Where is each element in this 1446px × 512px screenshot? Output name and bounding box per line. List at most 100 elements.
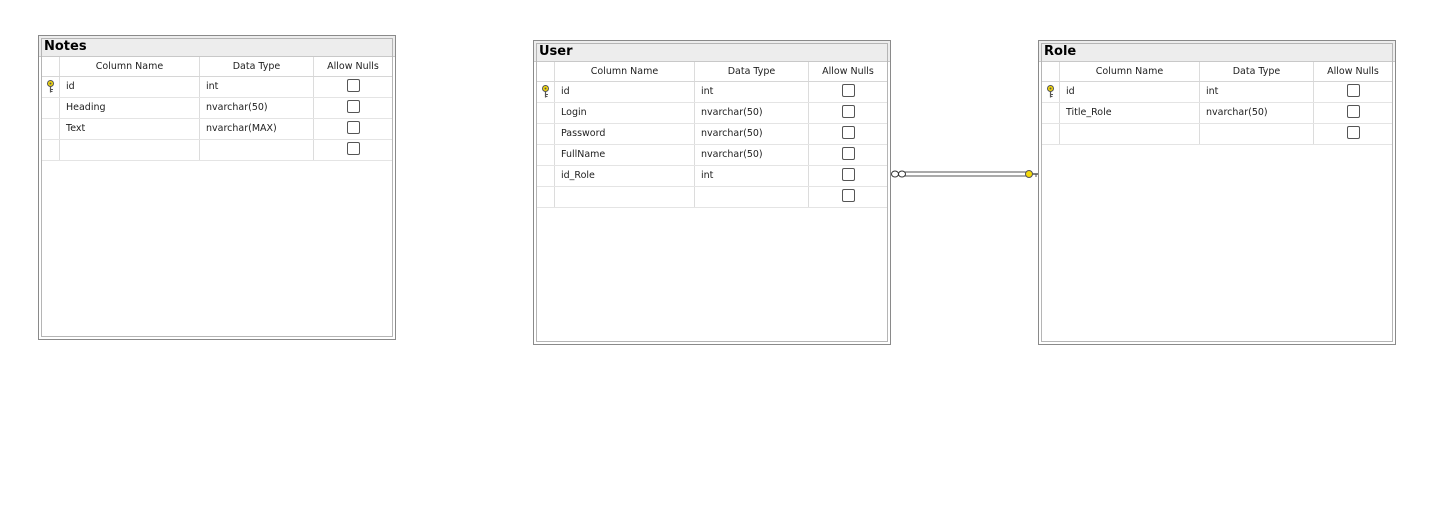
data-type-header[interactable]: Data Type xyxy=(200,57,314,76)
data-type-cell[interactable]: int xyxy=(200,77,314,97)
data-type-cell[interactable]: int xyxy=(1200,82,1314,102)
row-selector-header xyxy=(537,62,555,81)
allow-nulls-cell xyxy=(1314,103,1392,123)
table-title[interactable]: User xyxy=(534,41,890,62)
key-icon xyxy=(1025,170,1038,178)
data-type-header[interactable]: Data Type xyxy=(1200,62,1314,81)
column-name-header[interactable]: Column Name xyxy=(60,57,200,76)
allow-nulls-checkbox[interactable] xyxy=(346,142,360,155)
data-type-cell[interactable]: int xyxy=(695,82,809,102)
row-selector[interactable] xyxy=(537,187,555,207)
column-name-cell[interactable]: Heading xyxy=(60,98,200,118)
column-name-cell[interactable]: Text xyxy=(60,119,200,139)
row-selector[interactable] xyxy=(537,103,555,123)
column-name-cell[interactable]: id xyxy=(60,77,200,97)
allow-nulls-cell xyxy=(314,119,392,139)
row-selector-header xyxy=(1042,62,1060,81)
allow-nulls-cell xyxy=(809,166,887,186)
column-name-cell[interactable]: Password xyxy=(555,124,695,144)
row-selector[interactable] xyxy=(1042,82,1060,102)
column-name-cell[interactable]: Login xyxy=(555,103,695,123)
data-type-cell[interactable] xyxy=(1200,124,1314,144)
column-name-cell[interactable]: id xyxy=(1060,82,1200,102)
row-selector[interactable] xyxy=(42,119,60,139)
data-type-cell[interactable] xyxy=(695,187,809,207)
allow-nulls-checkbox[interactable] xyxy=(841,126,855,139)
allow-nulls-checkbox[interactable] xyxy=(841,147,855,160)
relationship-line[interactable] xyxy=(904,171,1028,177)
row-selector-header xyxy=(42,57,60,76)
row-selector[interactable] xyxy=(1042,124,1060,144)
allow-nulls-checkbox[interactable] xyxy=(841,189,855,202)
table-title[interactable]: Role xyxy=(1039,41,1395,62)
table-row[interactable] xyxy=(42,140,392,161)
allow-nulls-checkbox[interactable] xyxy=(841,105,855,118)
column-name-cell[interactable] xyxy=(555,187,695,207)
table-row[interactable] xyxy=(1042,124,1392,145)
table-title[interactable]: Notes xyxy=(39,36,395,57)
allow-nulls-checkbox[interactable] xyxy=(346,79,360,92)
data-type-cell[interactable]: nvarchar(50) xyxy=(695,124,809,144)
data-type-cell[interactable]: nvarchar(50) xyxy=(695,145,809,165)
allow-nulls-cell xyxy=(1314,124,1392,144)
allow-nulls-checkbox[interactable] xyxy=(1346,105,1360,118)
row-selector[interactable] xyxy=(537,124,555,144)
data-type-header[interactable]: Data Type xyxy=(695,62,809,81)
infinity-icon xyxy=(891,170,906,178)
allow-nulls-checkbox[interactable] xyxy=(841,168,855,181)
row-selector[interactable] xyxy=(537,166,555,186)
row-selector[interactable] xyxy=(42,77,60,97)
column-name-cell[interactable] xyxy=(60,140,200,160)
allow-nulls-cell xyxy=(809,82,887,102)
allow-nulls-cell xyxy=(809,124,887,144)
allow-nulls-header[interactable]: Allow Nulls xyxy=(1327,66,1379,77)
column-name-cell[interactable]: FullName xyxy=(555,145,695,165)
allow-nulls-header[interactable]: Allow Nulls xyxy=(327,61,379,72)
column-name-cell[interactable] xyxy=(1060,124,1200,144)
row-selector[interactable] xyxy=(537,145,555,165)
data-type-cell[interactable]: nvarchar(50) xyxy=(200,98,314,118)
allow-nulls-checkbox[interactable] xyxy=(346,121,360,134)
data-type-cell[interactable]: nvarchar(50) xyxy=(1200,103,1314,123)
allow-nulls-checkbox[interactable] xyxy=(1346,126,1360,139)
column-name-cell[interactable]: id_Role xyxy=(555,166,695,186)
allow-nulls-checkbox[interactable] xyxy=(841,84,855,97)
allow-nulls-cell xyxy=(809,103,887,123)
data-type-cell[interactable]: int xyxy=(695,166,809,186)
allow-nulls-cell xyxy=(809,145,887,165)
table-row[interactable] xyxy=(537,187,887,208)
column-name-header[interactable]: Column Name xyxy=(555,62,695,81)
column-name-cell[interactable]: id xyxy=(555,82,695,102)
row-selector[interactable] xyxy=(42,140,60,160)
key-icon xyxy=(541,85,550,102)
data-type-cell[interactable]: nvarchar(50) xyxy=(695,103,809,123)
row-selector[interactable] xyxy=(537,82,555,102)
allow-nulls-checkbox[interactable] xyxy=(1346,84,1360,97)
column-name-header[interactable]: Column Name xyxy=(1060,62,1200,81)
row-selector[interactable] xyxy=(1042,103,1060,123)
column-name-cell[interactable]: Title_Role xyxy=(1060,103,1200,123)
allow-nulls-header[interactable]: Allow Nulls xyxy=(822,66,874,77)
data-type-cell[interactable]: nvarchar(MAX) xyxy=(200,119,314,139)
data-type-cell[interactable] xyxy=(200,140,314,160)
row-selector[interactable] xyxy=(42,98,60,118)
allow-nulls-checkbox[interactable] xyxy=(346,100,360,113)
allow-nulls-cell xyxy=(809,187,887,207)
